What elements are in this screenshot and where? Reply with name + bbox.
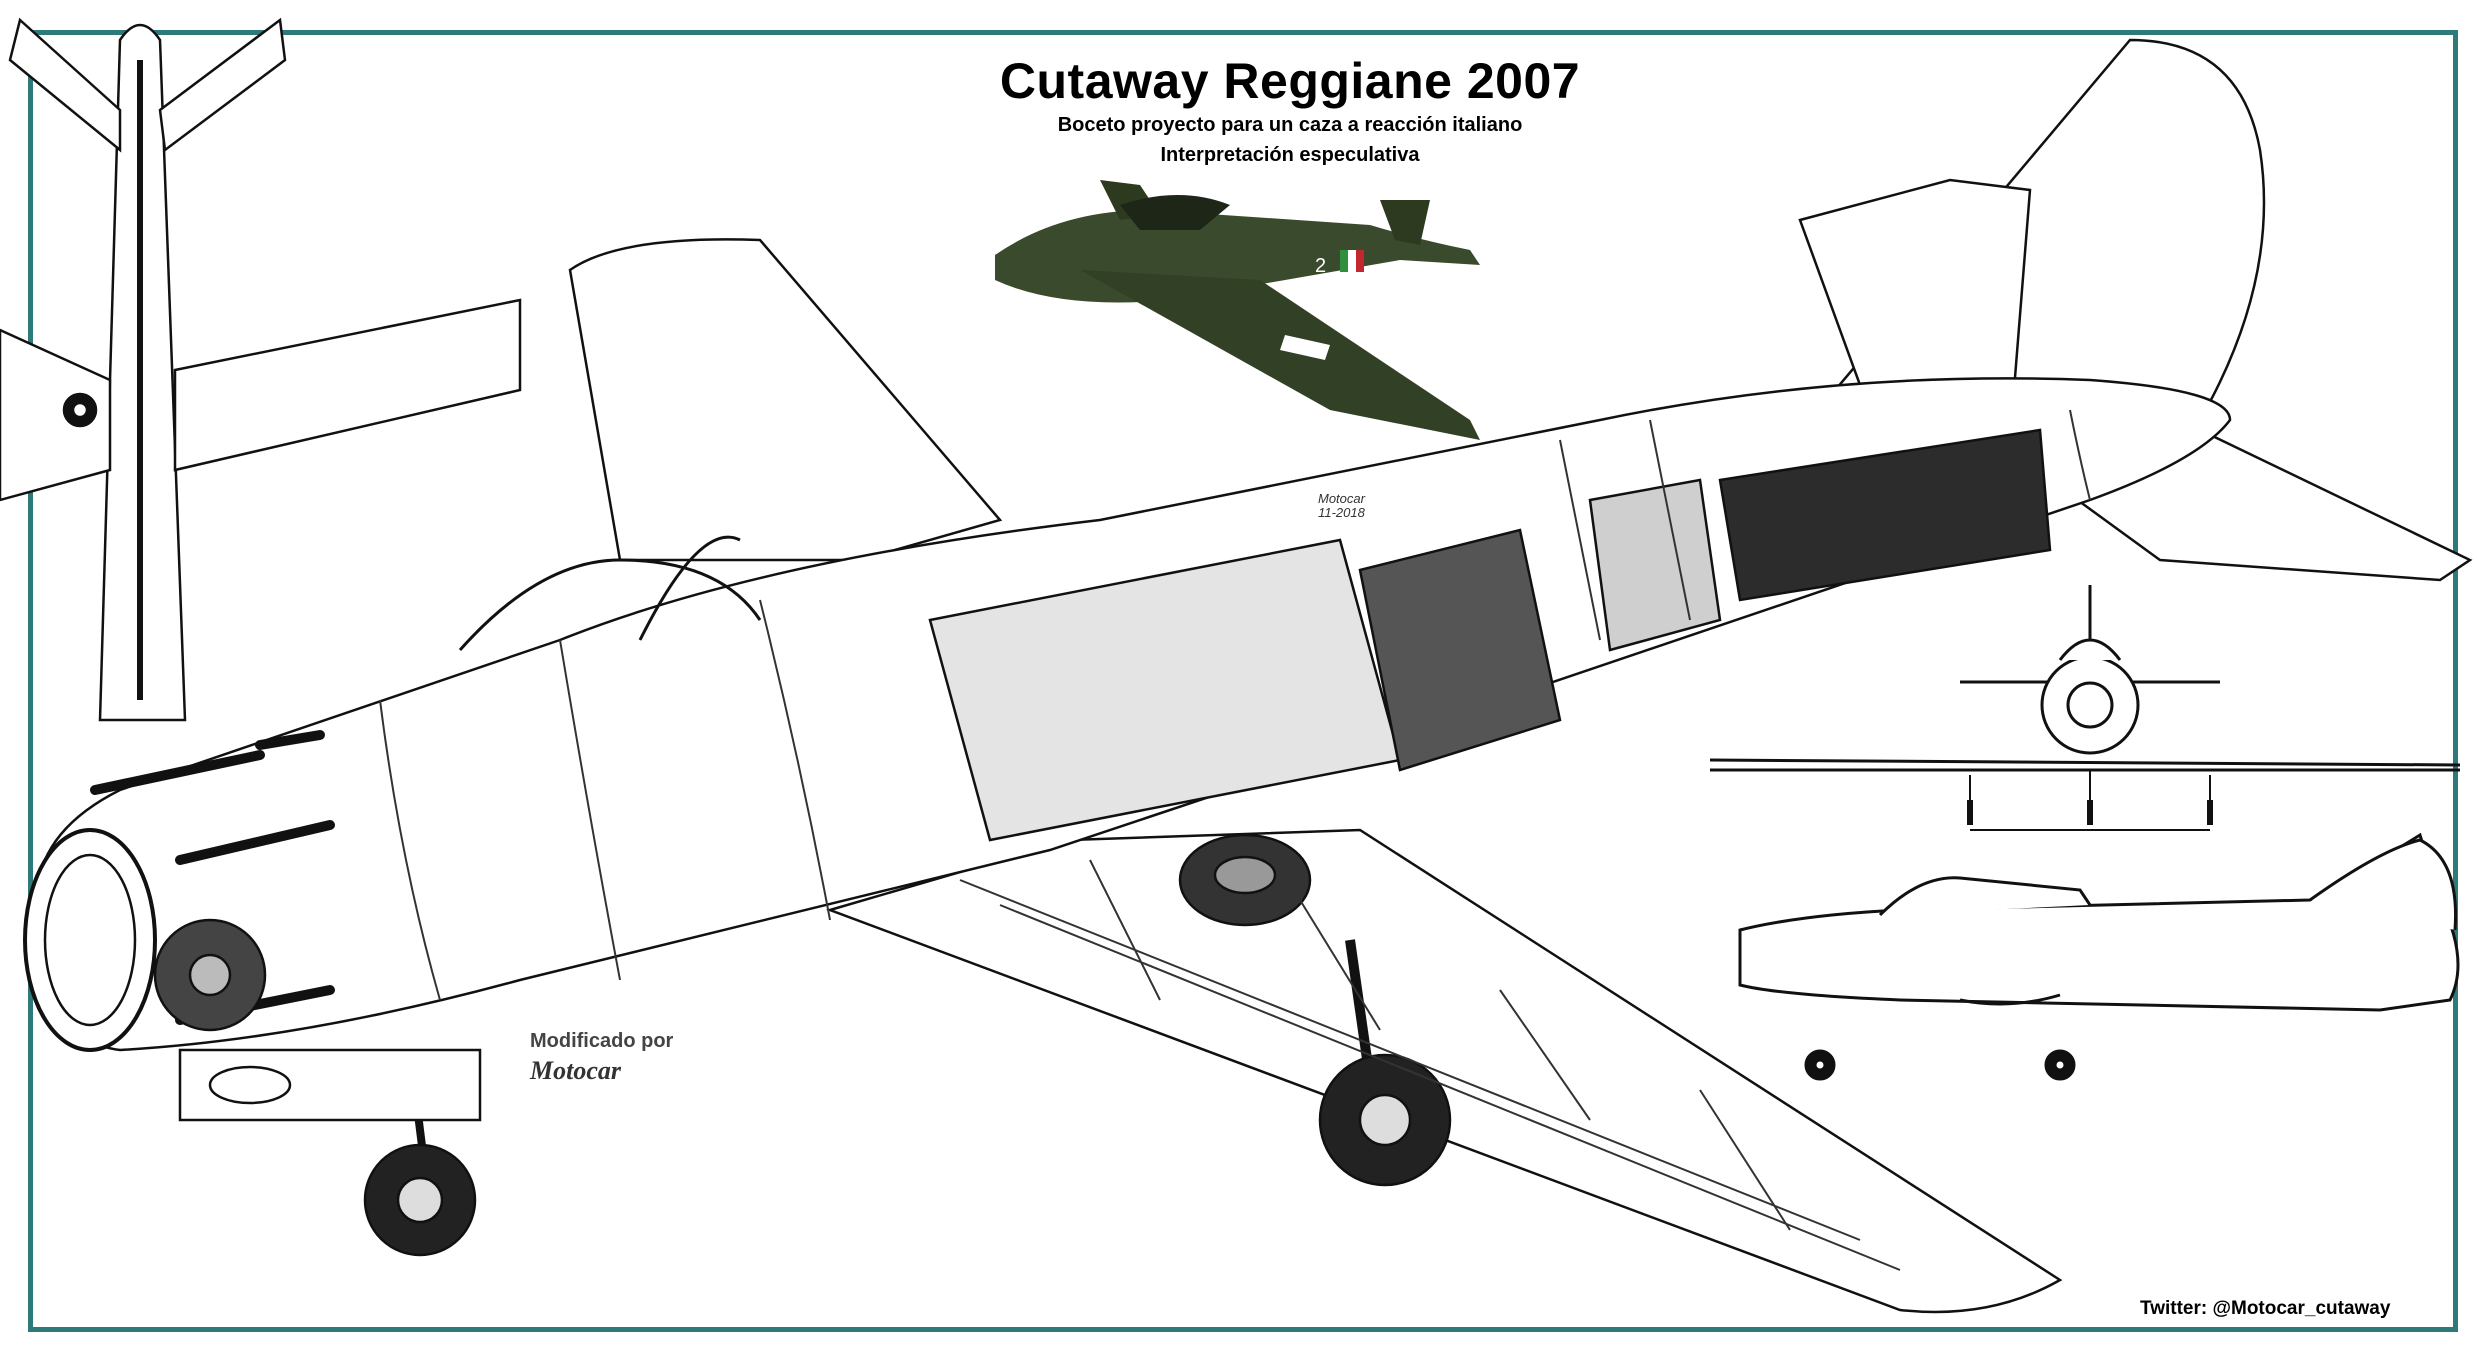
stamp-date: 11-2018 [1318, 505, 1365, 520]
border-frame [28, 30, 2458, 1332]
stamp-name: Motocar [1318, 491, 1365, 506]
modified-by-label: Modificado por [530, 1030, 674, 1052]
side-view-drawing [1738, 832, 2460, 1081]
front-view-drawing [1709, 585, 2461, 831]
model-render-image [995, 180, 1480, 440]
model-number-marking: 2 [1315, 255, 1326, 277]
modified-by-signature: Motocar [530, 1056, 621, 1085]
page-title: Cutaway Reggiane 2007 [999, 53, 1581, 109]
subtitle-line-2: Interpretación especulativa [1160, 144, 1420, 166]
plan-view-drawing [0, 17, 522, 722]
drawing-stamp: Motocar 11-2018 [1318, 492, 1365, 520]
main-cutaway-aircraft [23, 38, 2473, 1314]
twitter-credit: Twitter: @Motocar_cutaway [2140, 1298, 2391, 1319]
subtitle-line-1: Boceto proyecto para un caza a reacción … [1057, 114, 1523, 136]
